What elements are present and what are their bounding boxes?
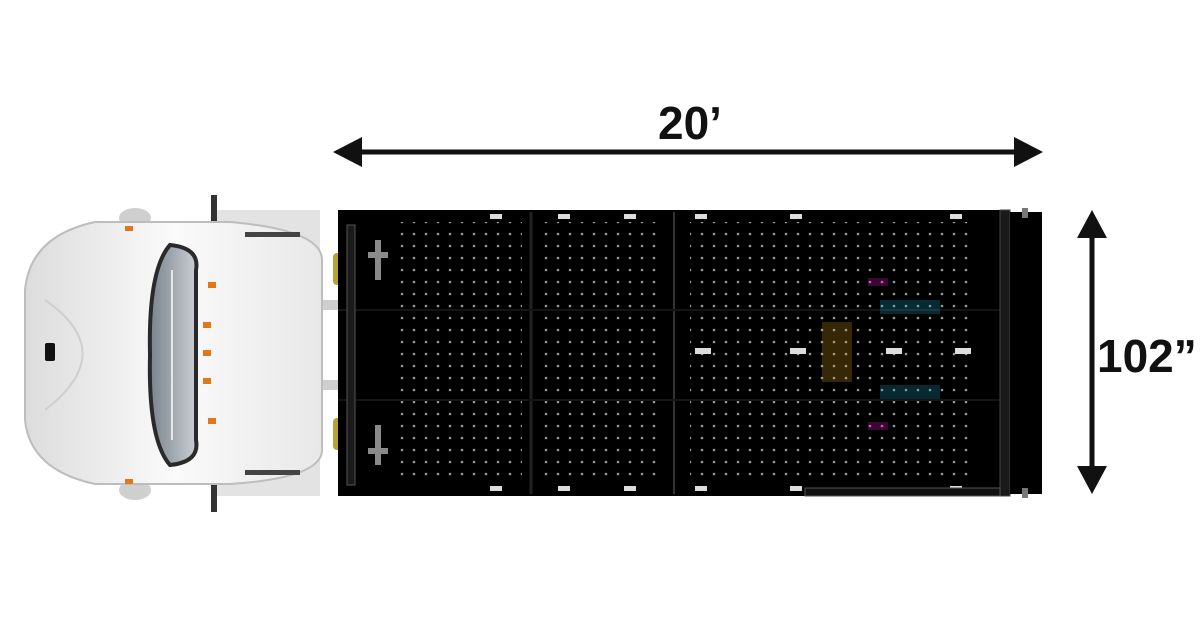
flatbed-deck (338, 210, 1010, 496)
bed-rear-end (804, 208, 1042, 498)
length-dimension-arrow (333, 137, 1043, 167)
truck-cab (24, 195, 323, 512)
width-dimension-label: 102” (1097, 330, 1197, 382)
width-dimension-arrow (1077, 210, 1107, 494)
length-dimension-label: 20’ (658, 97, 722, 149)
